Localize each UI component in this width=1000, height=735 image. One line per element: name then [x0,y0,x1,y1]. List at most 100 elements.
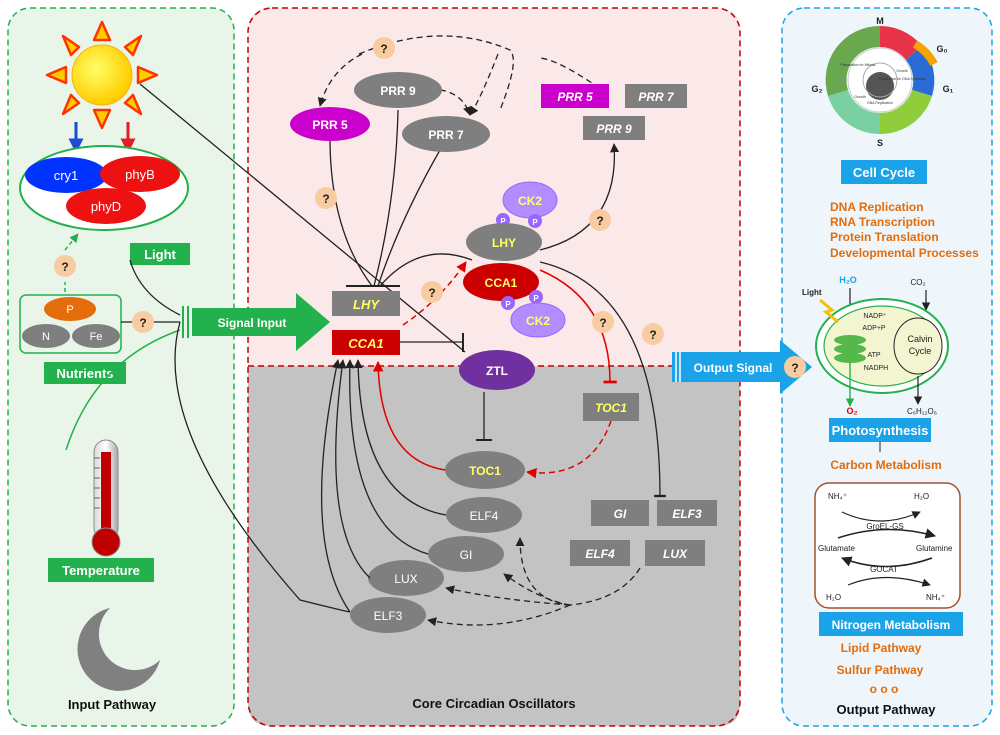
question-icon [421,281,443,303]
process-rna: RNA Transcription [830,215,935,229]
phyB-node [100,156,180,192]
light-label: Light [144,247,176,262]
nutrients-group [19,294,122,354]
elf4-gene-label: ELF4 [585,547,615,561]
phosphate-node [528,214,542,228]
chloroplast-diagram [815,288,949,407]
prr5-gene-label: PRR 5 [557,90,593,104]
moon-icon [77,608,160,691]
carbon-metabolism-label: Carbon Metabolism [830,458,941,472]
nitro-glutamate: Glutamate [818,544,855,553]
question-icon [373,37,395,59]
output-signal-arrow [672,340,812,394]
cca1-protein-label: CCA1 [485,276,518,290]
question-icon [54,255,76,277]
photosynthesis-label: Photosynthesis [832,423,929,438]
cca1-gene-label: CCA1 [348,336,383,351]
nitrogen-diagram [814,482,961,609]
photo-light-label: Light [802,288,822,297]
gi-protein [428,536,504,572]
output-signal-label: Output Signal [694,361,773,375]
svg-text:?: ? [322,192,329,206]
core-panel-title: Core Circadian Oscillators [412,696,575,711]
nitro-glutamine: Glutamine [916,544,953,553]
prr5-gene [541,84,609,108]
elf3-gene [657,500,717,526]
light-badge [130,243,190,265]
elf3-protein [350,597,426,633]
svg-text:?: ? [428,286,435,300]
svg-text:?: ? [61,260,68,274]
temperature-label: Temperature [62,563,140,578]
lhy-gene-label: LHY [353,297,380,312]
nitrogen-label: Nitrogen Metabolism [832,618,951,632]
nitro-nh4-bottom: NH₄⁺ [926,593,945,602]
question-icon [592,311,614,333]
phase-g2: G₂ [812,84,823,94]
cycle-dna-replication: DNA Replication [867,101,893,105]
cry1-label: cry1 [54,168,79,183]
ck2-label-bottom: CK2 [526,314,550,328]
temperature-badge [48,558,154,582]
gi-gene [591,500,649,526]
nutrients-label: Nutrients [56,366,113,381]
prr7-label: PRR 7 [428,128,464,142]
prr9-node [354,72,442,108]
cycle-growth-right: Growth [896,69,907,73]
cell-cycle-badge [841,160,927,184]
signal-input-arrow [192,293,330,351]
photoreceptor-group [19,145,189,231]
photo-atp-label: ATP [867,352,880,359]
input-panel-title: Input Pathway [68,697,157,712]
question-icon [132,311,154,333]
lux-protein-label: LUX [394,572,417,586]
lhy-protein-label: LHY [492,236,516,250]
elf4-gene [570,540,630,566]
ztl-node [459,350,535,390]
photo-calvin-label: Calvin [907,334,932,344]
prr5-label: PRR 5 [312,118,348,132]
ztl-label: ZTL [486,364,508,378]
nitro-h2o-top: H₂O [914,492,929,501]
phase-m: M [876,16,884,26]
phase-s: S [877,138,883,148]
lux-protein [368,560,444,596]
elf3-protein-label: ELF3 [374,609,403,623]
photo-co2-label: CO₂ [910,278,925,287]
question-icon [315,187,337,209]
lux-gene-label: LUX [663,547,688,561]
photo-nadp-label: NADP⁺ [863,313,886,320]
toc1-gene [583,393,639,421]
svg-text:P: P [533,294,539,303]
svg-text:P: P [500,217,506,226]
photo-adp-label: ADP+P [862,325,885,332]
svg-text:?: ? [380,42,387,56]
process-protein: Protein Translation [830,230,939,244]
cell-cycle-label: Cell Cycle [853,165,915,180]
lux-gene [645,540,705,566]
photo-nadph-label: NADPH [864,365,889,372]
nitro-gs-label: GroEL-GS [866,522,903,531]
cca1-gene [332,330,400,355]
more-pathways-dots: o o o [870,682,899,696]
thermometer-icon [91,439,121,557]
svg-text:P: P [505,300,511,309]
elf3-gene-label: ELF3 [672,507,702,521]
gi-gene-label: GI [614,507,627,521]
toc1-gene-label: TOC1 [595,401,627,415]
prr7-gene-label: PRR 7 [638,90,675,104]
prr7-gene [625,84,687,108]
cycle-prep-dna: Preparation for DNA Synthesis [878,77,926,81]
question-icon [642,323,664,345]
process-dna: DNA Replication [830,200,924,214]
question-icon [589,209,611,231]
sun-icon [45,20,159,130]
photosynthesis-badge [829,418,931,442]
svg-text:?: ? [596,214,603,228]
prr7-node [402,116,490,152]
svg-text:?: ? [791,361,798,375]
photo-h2o-label: H₂O [839,275,857,285]
nutrient-p: P [66,304,73,316]
lhy-gene [332,291,400,316]
photo-o2-label: O₂ [847,406,858,416]
